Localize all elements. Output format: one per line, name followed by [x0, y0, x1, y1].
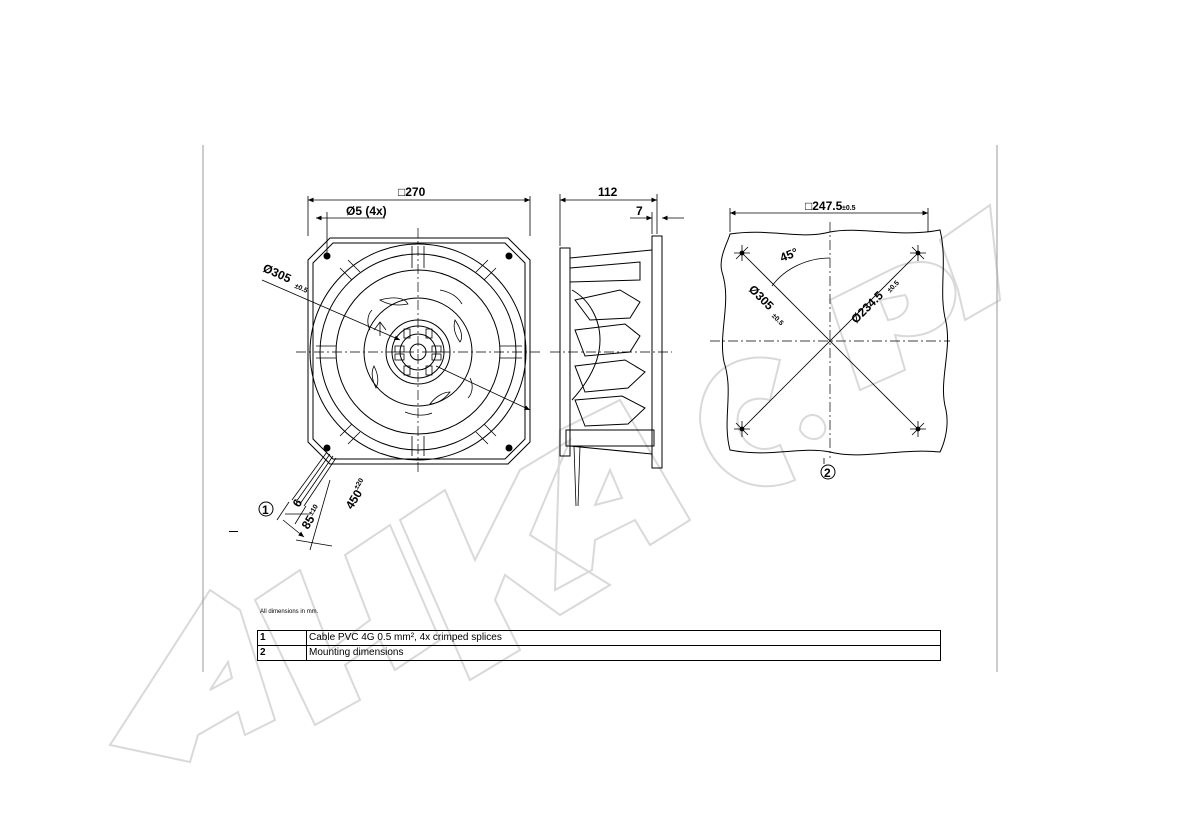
mount-dim-hole-circle-label: Ø234.5: [848, 288, 886, 326]
mount-dim-diameter-tol: ±0.5: [770, 313, 785, 328]
watermark: [108, 203, 1002, 764]
legend-num: 2: [257, 645, 307, 661]
mount-dim-diameter-label: Ø305: [746, 282, 777, 313]
dim-depth-label: 112: [598, 185, 618, 199]
callout-1-label: 1: [262, 503, 269, 517]
legend-text: Cable PVC 4G 0.5 mm², 4x crimped splices: [306, 630, 941, 646]
mount-dim-angle-label: 45°: [778, 245, 800, 265]
cable-dim-c-tol: ±20: [353, 477, 365, 491]
dim-flange-label: 7: [636, 204, 643, 218]
units-note: All dimensions in mm.: [260, 609, 319, 615]
cable-dim-b-label: 85: [299, 513, 318, 532]
dim-diameter-label: Ø305: [261, 261, 294, 286]
mount-dim-square-label: □247.5: [805, 199, 843, 213]
callout-2-circle: [820, 464, 836, 480]
margin-dash: [229, 531, 238, 532]
front-view-dimensions: [261, 196, 531, 551]
front-view: [291, 228, 540, 507]
callout-1-circle: [258, 501, 274, 517]
mount-dim-square-tol: ±0.5: [842, 205, 856, 212]
legend-row: 2 Mounting dimensions: [257, 645, 941, 661]
cable-dim-a-label: 6: [290, 496, 306, 509]
dim-diameter-tol: ±0.5: [293, 283, 308, 295]
mounting-view-dimensions: [729, 208, 929, 464]
callout-2-label: 2: [824, 466, 831, 480]
side-view-dimensions: [559, 194, 684, 246]
legend-text: Mounting dimensions: [306, 645, 941, 661]
legend-num: 1: [257, 630, 307, 646]
dim-width-label: □270: [398, 185, 426, 199]
legend-table: 1 Cable PVC 4G 0.5 mm², 4x crimped splic…: [257, 630, 941, 661]
side-view: [550, 235, 672, 507]
mounting-view: [710, 222, 950, 458]
dim-holes-label: Ø5 (4x): [346, 204, 387, 218]
cable-dim-b-tol: ±10: [308, 503, 320, 517]
cable-dim-c-label: 450: [343, 487, 366, 512]
legend-row: 1 Cable PVC 4G 0.5 mm², 4x crimped splic…: [257, 630, 941, 646]
